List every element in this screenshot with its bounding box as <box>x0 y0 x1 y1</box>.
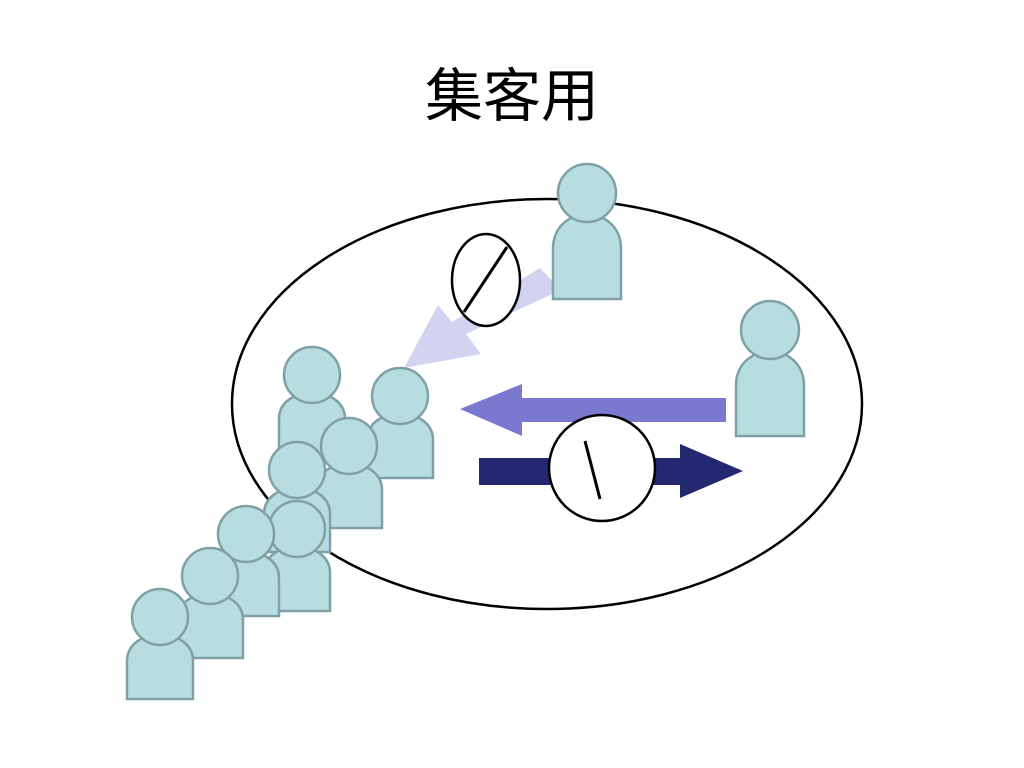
person-icon <box>734 299 806 438</box>
person-icon <box>551 162 623 301</box>
person-icon <box>125 587 195 701</box>
backslash-circle-icon <box>547 413 657 523</box>
slashed-circle-icon <box>450 232 522 328</box>
person-icon <box>365 366 435 480</box>
customer-queue <box>125 345 435 701</box>
left-arrow <box>460 384 726 436</box>
person-icon <box>175 546 245 660</box>
slide-title: 集客用 <box>424 62 599 130</box>
store-boundary-ellipse <box>230 197 864 611</box>
